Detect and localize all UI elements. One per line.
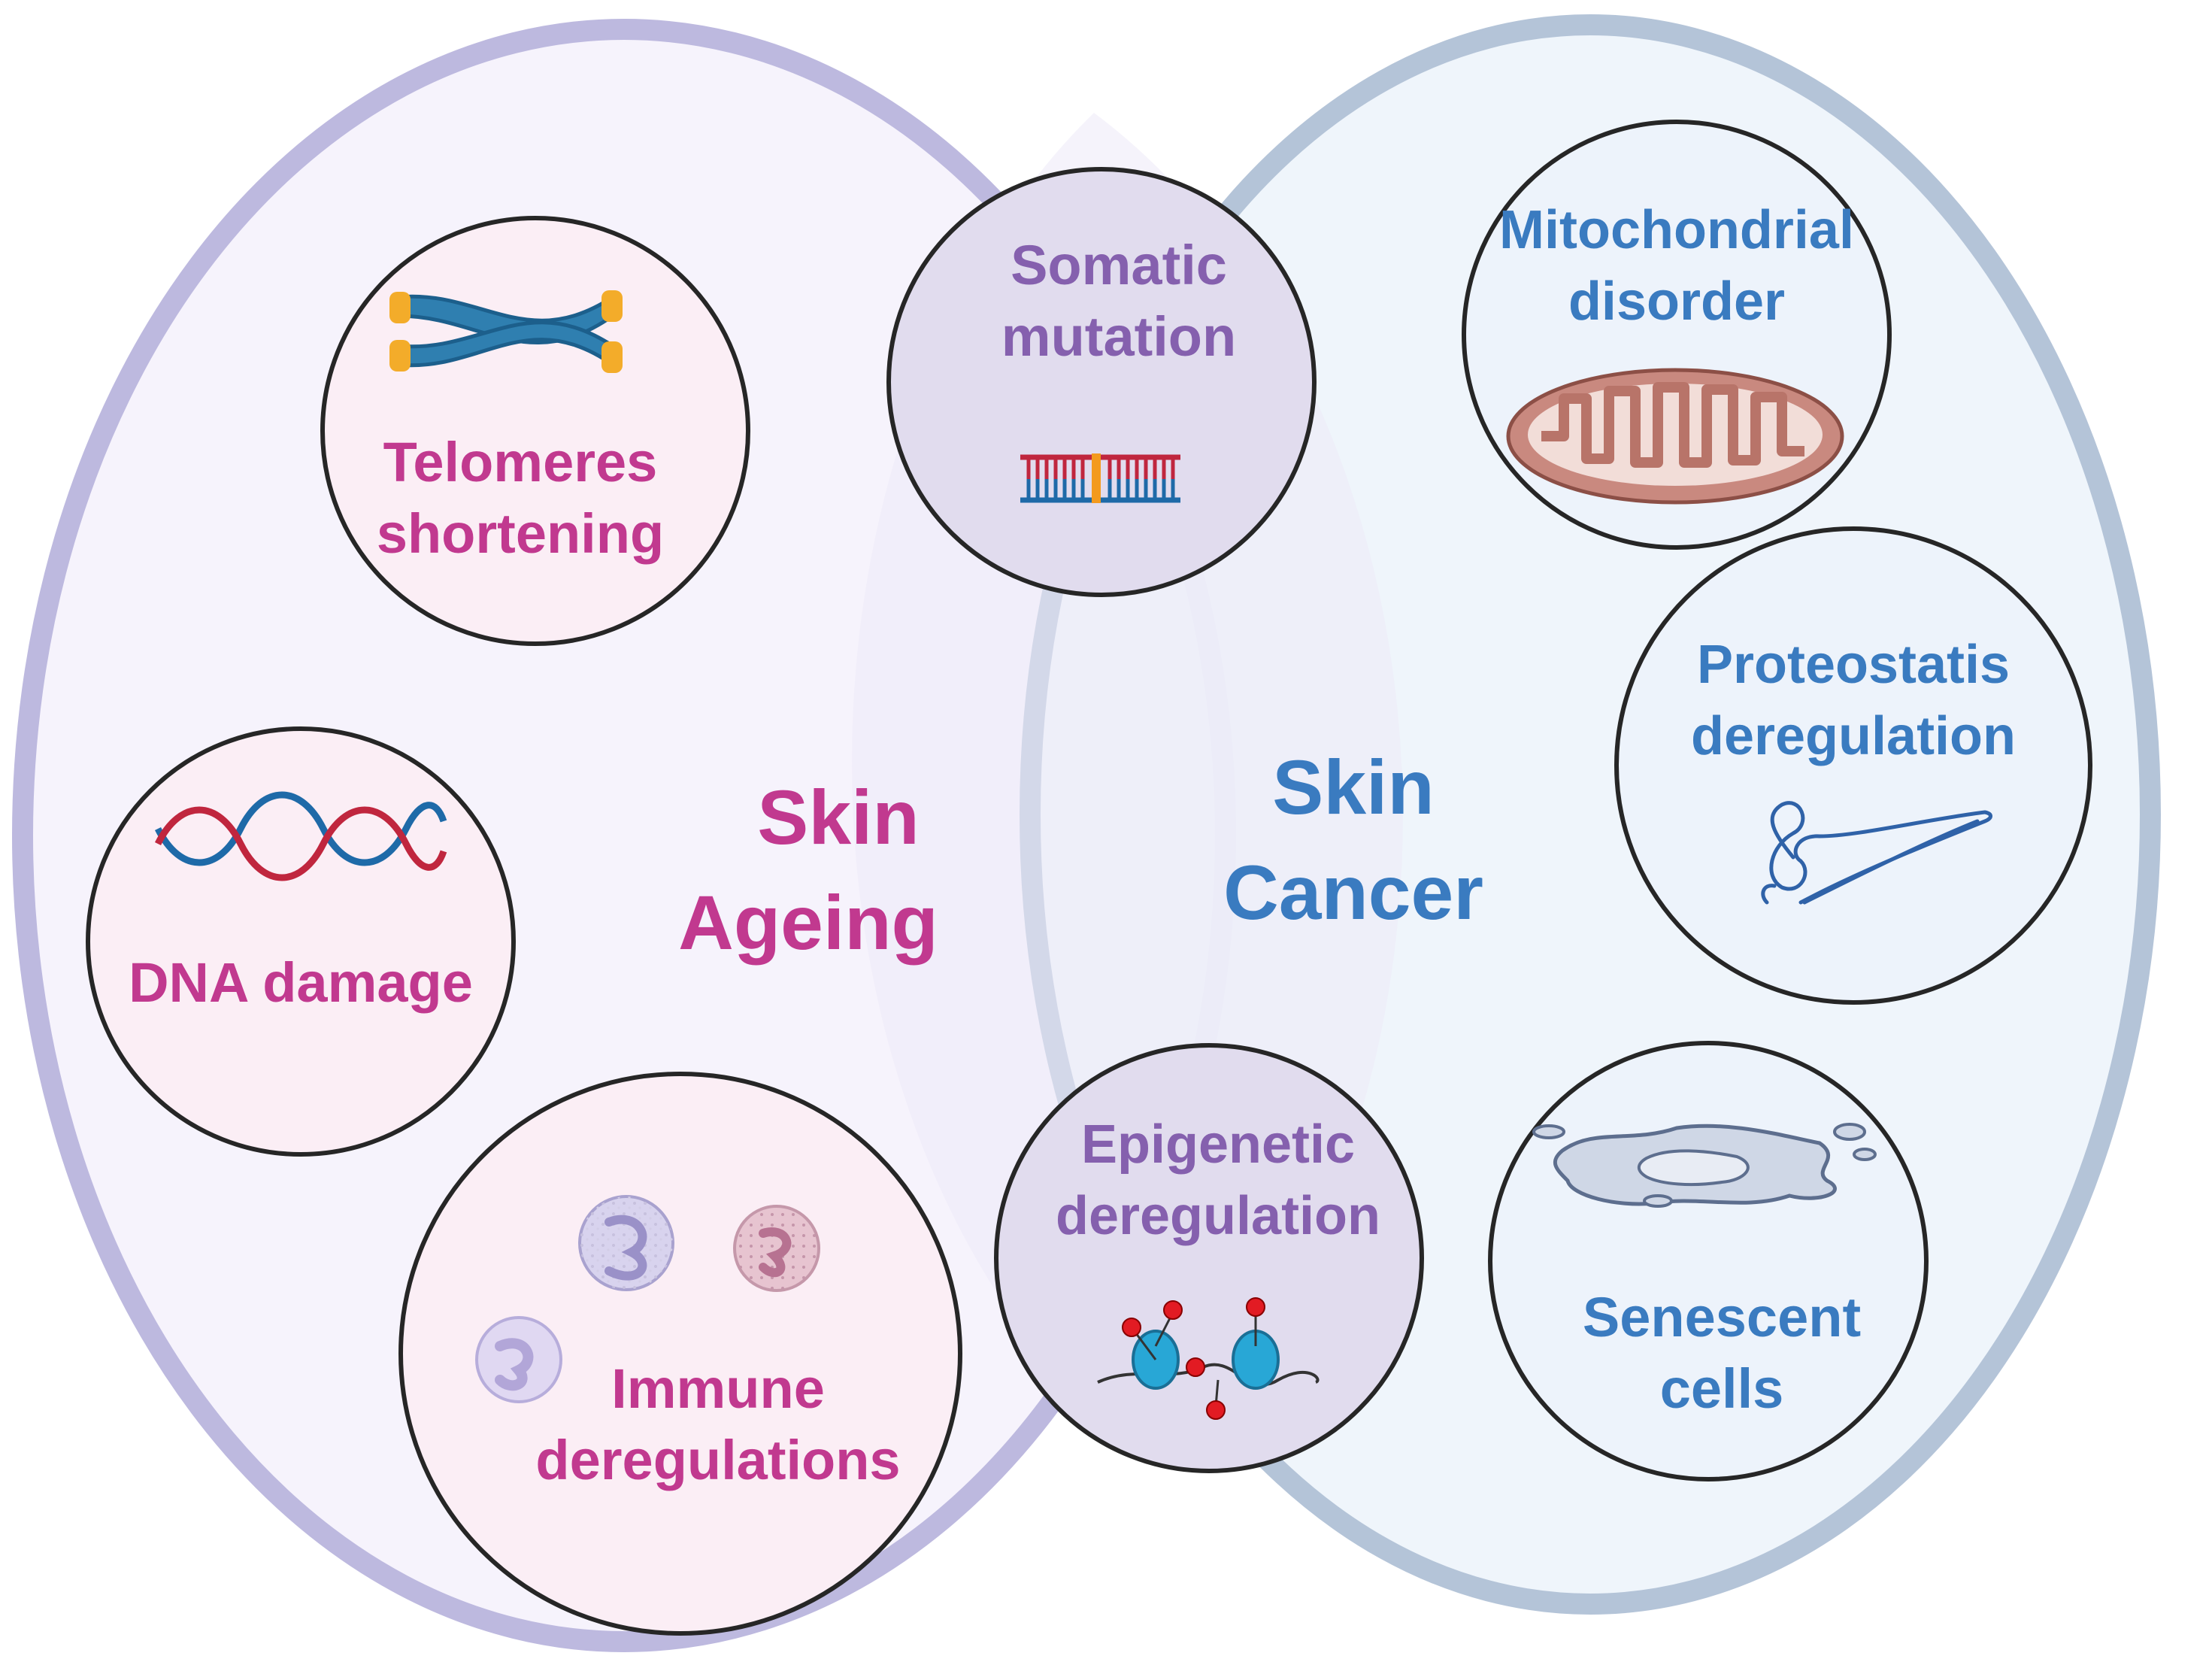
epigenetic-label-line2: deregulation <box>1056 1186 1380 1246</box>
bubble-mitochondrial-disorder: Mitochondrial disorder <box>1462 120 1892 550</box>
immune-bubble-circle <box>398 1072 962 1636</box>
dna-mutation-icon <box>1020 453 1180 503</box>
immune-cells-icon <box>475 1195 820 1403</box>
somatic-bubble-circle <box>886 167 1317 597</box>
epigenetic-bubble-circle <box>994 1043 1424 1473</box>
proteo-label-line1: Proteostatis <box>1697 635 2010 695</box>
nucleosome-icon <box>1097 1297 1320 1420</box>
skin-ageing-title-line1: Skin <box>757 775 919 860</box>
skin-cancer-title: Skin Cancer <box>1223 745 1483 936</box>
somatic-label-line1: Somatic <box>1011 234 1227 296</box>
mito-label-line1: Mitochondrial <box>1499 200 1854 260</box>
dna-damage-bubble-circle <box>86 726 516 1157</box>
dna-helix-icon <box>154 791 447 881</box>
skin-cancer-title-line2: Cancer <box>1223 850 1483 936</box>
skin-cancer-title-line1: Skin <box>1272 745 1434 830</box>
bubble-immune-deregulations: Immune deregulations <box>398 1072 962 1636</box>
telomeres-bubble-circle <box>320 216 750 646</box>
chromosome-icon <box>389 290 623 373</box>
bubble-dna-damage: DNA damage <box>86 726 516 1157</box>
bubble-epigenetic-deregulation: Epigenetic deregulation <box>994 1043 1424 1473</box>
telomeres-label-line1: Telomeres <box>383 431 658 493</box>
skin-ageing-title-line2: Ageing <box>678 880 938 966</box>
bubble-somatic-mutation: Somatic mutation <box>886 167 1317 597</box>
protein-chain-icon <box>1761 801 1992 905</box>
skin-ageing-title: Skin Ageing <box>678 775 938 966</box>
senescent-label-line1: Senescent <box>1583 1286 1861 1348</box>
bubble-senescent-cells: Senescent cells <box>1488 1041 1929 1481</box>
senescent-label-line2: cells <box>1660 1357 1784 1420</box>
bubble-proteostatis-deregulation: Proteostatis deregulation <box>1614 526 2092 1005</box>
telomeres-label-line2: shortening <box>377 502 664 565</box>
senescent-cell-icon <box>1532 1123 1877 1208</box>
proteo-label-line2: deregulation <box>1691 706 2016 766</box>
immune-label-line2: deregulations <box>535 1429 900 1491</box>
somatic-label-line2: mutation <box>1001 305 1236 368</box>
mito-label-line2: disorder <box>1568 271 1785 332</box>
mitochondrion-icon <box>1506 368 1844 505</box>
dna-damage-label: DNA damage <box>129 951 473 1014</box>
epigenetic-label-line1: Epigenetic <box>1081 1115 1355 1175</box>
proteo-bubble-circle <box>1614 526 2092 1005</box>
bubble-telomeres-shortening: Telomeres shortening <box>320 216 750 646</box>
immune-label-line1: Immune <box>611 1357 825 1420</box>
